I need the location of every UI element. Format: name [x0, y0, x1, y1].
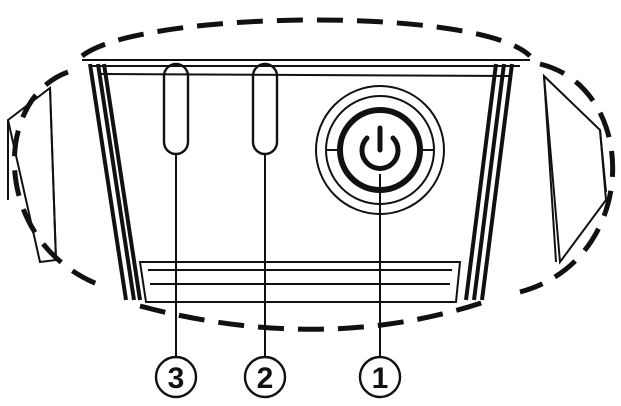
- led-indicator-2: [251, 62, 279, 156]
- left-rail: [88, 63, 142, 301]
- power-icon: [359, 125, 401, 171]
- dashed-outline-top: [80, 17, 532, 58]
- led-indicator-3: [162, 62, 190, 156]
- front-panel-recess: [138, 261, 462, 303]
- callout-label-2: 2: [257, 362, 274, 395]
- top-panel-edge: [82, 59, 530, 77]
- front-panel-recess-inner: [148, 269, 452, 285]
- dashed-outline-right: [519, 61, 615, 295]
- left-side-wing-inner: [7, 87, 57, 261]
- right-side-wing-inner: [543, 75, 607, 263]
- callout-1: 1: [358, 355, 402, 399]
- right-rail: [464, 63, 514, 301]
- dashed-outline-bottom: [139, 297, 491, 332]
- callout-3: 3: [154, 355, 198, 399]
- callout-label-3: 3: [168, 362, 185, 395]
- callout-label-1: 1: [372, 362, 389, 395]
- power-button[interactable]: [315, 85, 445, 215]
- callout-2: 2: [243, 355, 287, 399]
- right-side-wing: [542, 73, 608, 265]
- dashed-outline-left: [12, 69, 109, 291]
